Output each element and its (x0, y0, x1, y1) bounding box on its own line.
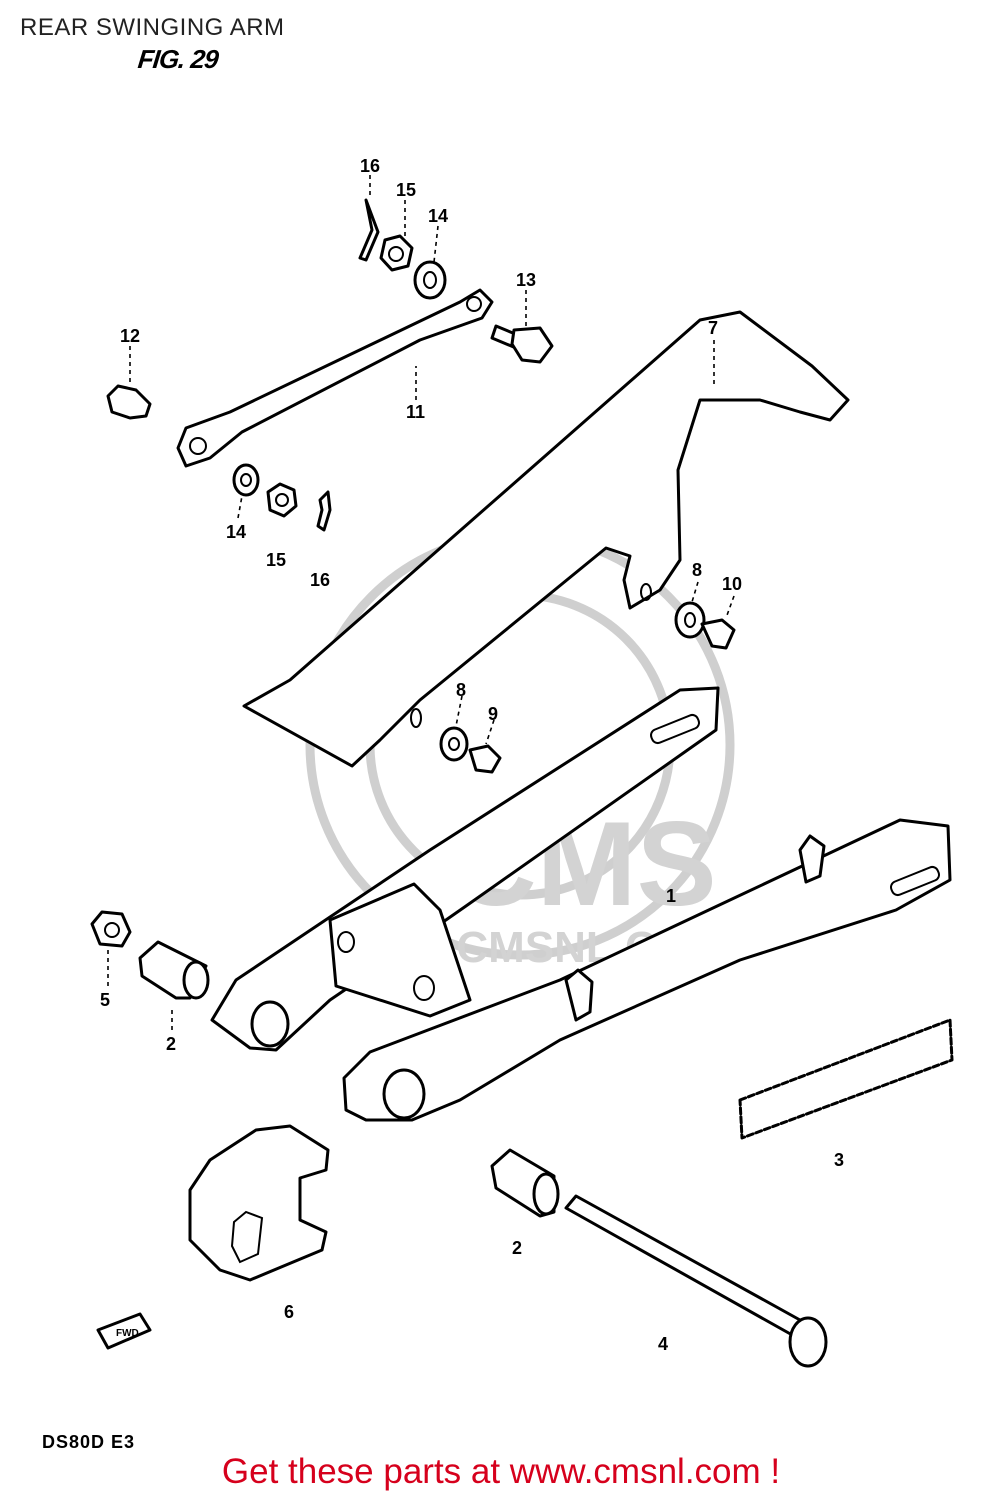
callout-14: 14 (428, 206, 448, 226)
nut-12 (106, 384, 152, 420)
callout-13: 13 (516, 270, 536, 290)
torque-link (176, 288, 494, 468)
callout-15: 15 (396, 180, 416, 200)
diagram-title: REAR SWINGING ARM (20, 14, 285, 41)
pivot-shaft (564, 1194, 828, 1368)
callout-1: 1 (666, 886, 676, 906)
callout-12: 12 (120, 326, 140, 346)
washer-bolt-lower (439, 726, 502, 774)
callout-5: 5 (100, 990, 110, 1010)
callout-7: 7 (708, 318, 718, 338)
leader-lines (107, 175, 735, 1030)
callout-8b: 8 (456, 680, 466, 700)
callout-3: 3 (834, 1150, 844, 1170)
parts-link[interactable]: Get these parts at www.cmsnl.com ! (221, 1452, 781, 1491)
nut-lower (266, 482, 298, 518)
washer-lower (232, 463, 260, 497)
split-pin-lower (316, 490, 332, 532)
bushing-lower (490, 1148, 560, 1218)
callout-6: 6 (284, 1302, 294, 1322)
split-pin-top (358, 198, 380, 262)
swinging-arm (210, 686, 952, 1122)
bolt-13 (490, 324, 554, 364)
callout-14b: 14 (226, 522, 246, 542)
bushing-upper (138, 940, 210, 1000)
washer-top (413, 260, 447, 300)
callout-9: 9 (488, 704, 498, 724)
decal (738, 1018, 954, 1140)
callout-10: 10 (722, 574, 742, 594)
fwd-arrow-icon: FWD (96, 1312, 152, 1350)
callouts: 16 15 14 13 12 11 7 14 15 16 8 10 8 9 1 … (100, 156, 844, 1354)
model-code: DS80D E3 (42, 1432, 136, 1452)
callout-2b: 2 (512, 1238, 522, 1258)
pivot-nut (90, 910, 132, 948)
callout-8: 8 (692, 560, 702, 580)
chain-buffer (188, 1124, 330, 1282)
washer-bolt-upper (674, 601, 736, 650)
callout-11: 11 (406, 402, 425, 422)
callout-15b: 15 (266, 550, 286, 570)
nut-top (379, 234, 414, 272)
fwd-marker-label: FWD (116, 1328, 139, 1339)
figure-number: FIG. 29 (136, 44, 220, 74)
chain-case (242, 310, 850, 768)
callout-16b: 16 (310, 570, 330, 590)
callout-4: 4 (658, 1334, 668, 1354)
callout-16: 16 (360, 156, 380, 176)
callout-2: 2 (166, 1034, 176, 1054)
